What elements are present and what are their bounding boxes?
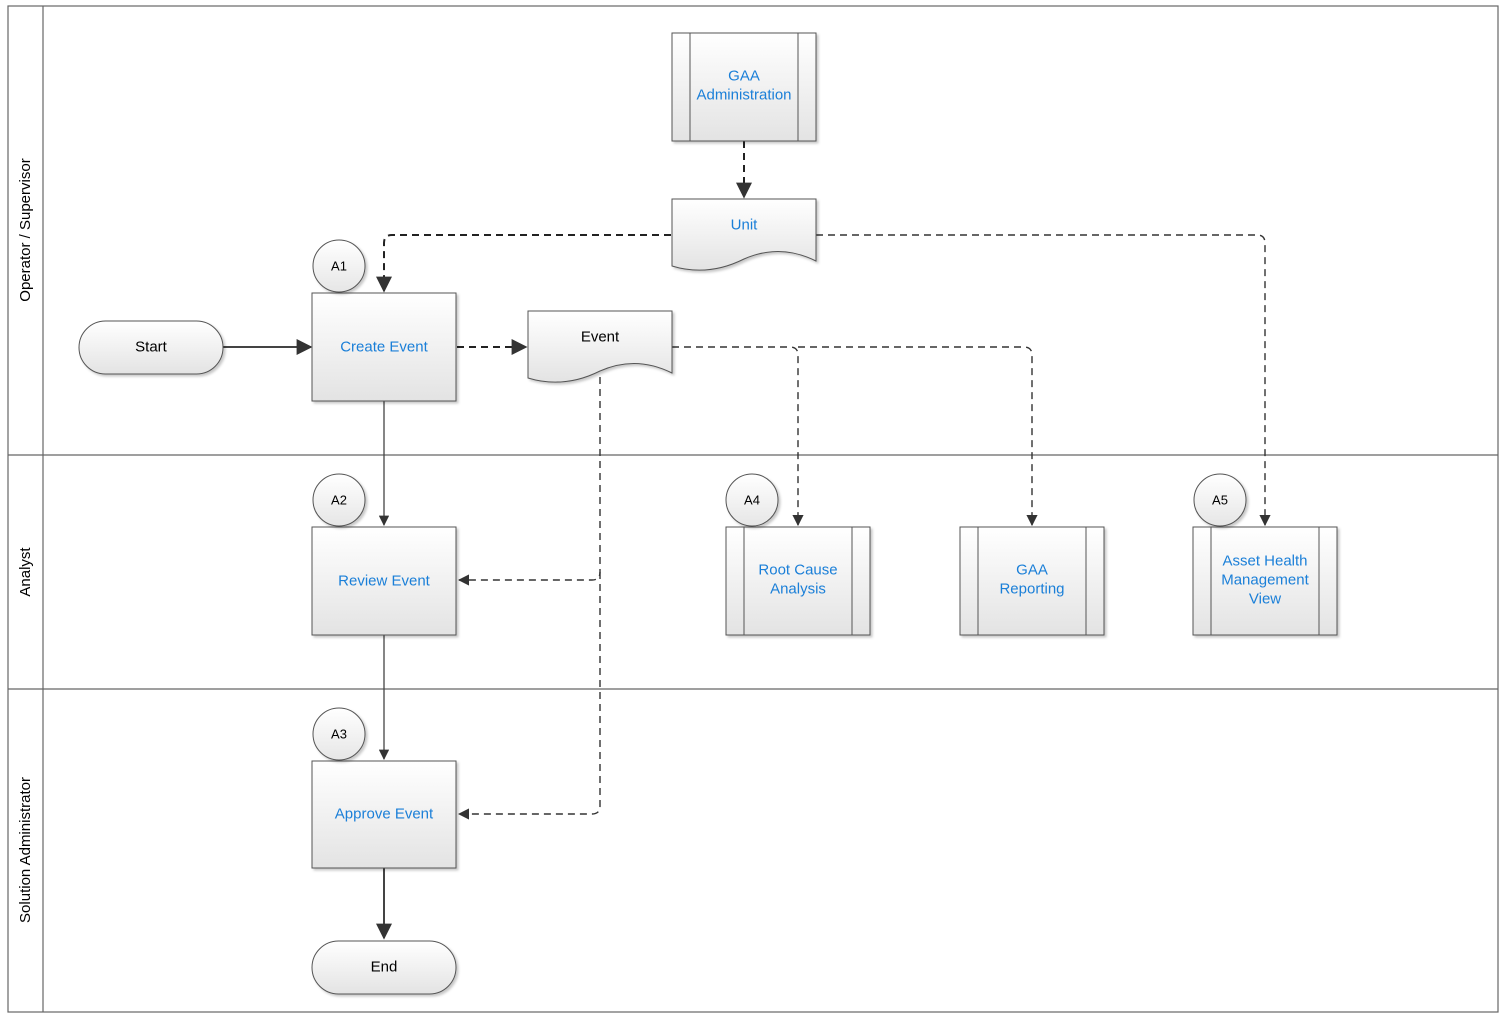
asset-health-line-3[interactable]: View [1249, 591, 1281, 608]
marker-a4: A4 [725, 473, 779, 527]
edge-event-approve [457, 572, 601, 820]
marker-a3-circle [312, 707, 366, 761]
gaa-reporting-line-1[interactable]: GAA [1016, 562, 1048, 579]
root-cause-analysis-shape [725, 526, 871, 636]
end-label: End [371, 959, 398, 976]
marker-a1-circle [312, 239, 366, 293]
review-event-shape [311, 526, 457, 636]
edge-event-reporting [798, 346, 1038, 527]
asset-health-line-2[interactable]: Management [1221, 572, 1309, 589]
lane-label-operator: Operator / Supervisor [17, 158, 34, 301]
start-terminator[interactable]: Start [78, 320, 224, 375]
unit-document-shape [671, 198, 817, 271]
root-cause-line-2[interactable]: Analysis [770, 581, 826, 598]
event-document[interactable]: Event [527, 310, 673, 383]
marker-a5: A5 [1193, 473, 1247, 527]
swimlanes: Operator / Supervisor Analyst Solution A… [7, 5, 1499, 1013]
gaa-administration-shape [671, 32, 817, 142]
approve-event-step[interactable]: Approve Event [311, 760, 457, 869]
asset-health-line-1[interactable]: Asset Health [1222, 553, 1307, 570]
root-cause-analysis-process[interactable]: Root Cause Analysis [725, 526, 871, 636]
create-event-link[interactable]: Create Event [340, 339, 428, 356]
marker-a1-label: A1 [331, 259, 347, 274]
marker-a4-label: A4 [744, 493, 760, 508]
swimlane-frame [7, 5, 1499, 1013]
marker-a5-circle [1193, 473, 1247, 527]
end-shape [311, 940, 457, 995]
unit-document-link[interactable]: Unit [731, 217, 759, 234]
gaa-reporting-line-2[interactable]: Reporting [999, 581, 1064, 598]
gaa-administration-process[interactable]: GAA Administration [671, 32, 817, 142]
connectors [223, 141, 1271, 940]
marker-a3: A3 [312, 707, 366, 761]
marker-a2: A2 [312, 473, 366, 527]
event-document-label: Event [581, 329, 620, 346]
marker-a1: A1 [312, 239, 366, 293]
root-cause-line-1[interactable]: Root Cause [758, 562, 837, 579]
review-event-link[interactable]: Review Event [338, 573, 431, 590]
event-document-shape [527, 310, 673, 383]
lane-label-analyst: Analyst [17, 547, 34, 597]
asset-health-shape [1192, 526, 1338, 636]
approve-event-shape [311, 760, 457, 869]
edge-unit-assethealth [816, 234, 1271, 527]
edge-unit-create [376, 234, 671, 293]
start-label: Start [135, 339, 168, 356]
start-shape [78, 320, 224, 375]
gaa-administration-line-2[interactable]: Administration [696, 87, 791, 104]
marker-a2-circle [312, 473, 366, 527]
approve-event-link[interactable]: Approve Event [335, 806, 434, 823]
unit-document[interactable]: Unit [671, 198, 817, 271]
edge-event-rootcause [672, 346, 804, 527]
gaa-reporting-process[interactable]: GAA Reporting [959, 526, 1105, 636]
edge-event-review [457, 377, 601, 586]
marker-a5-label: A5 [1212, 493, 1228, 508]
gaa-administration-line-1[interactable]: GAA [728, 68, 760, 85]
end-terminator[interactable]: End [311, 940, 457, 995]
create-event-shape [311, 292, 457, 402]
marker-a2-label: A2 [331, 493, 347, 508]
step-markers: A1 A2 A3 A4 A5 [312, 239, 1247, 761]
lane-label-admin: Solution Administrator [17, 777, 34, 923]
marker-a3-label: A3 [331, 727, 347, 742]
create-event-step[interactable]: Create Event [311, 292, 457, 402]
review-event-step[interactable]: Review Event [311, 526, 457, 636]
asset-health-process[interactable]: Asset Health Management View [1192, 526, 1338, 636]
gaa-reporting-shape [959, 526, 1105, 636]
marker-a4-circle [725, 473, 779, 527]
